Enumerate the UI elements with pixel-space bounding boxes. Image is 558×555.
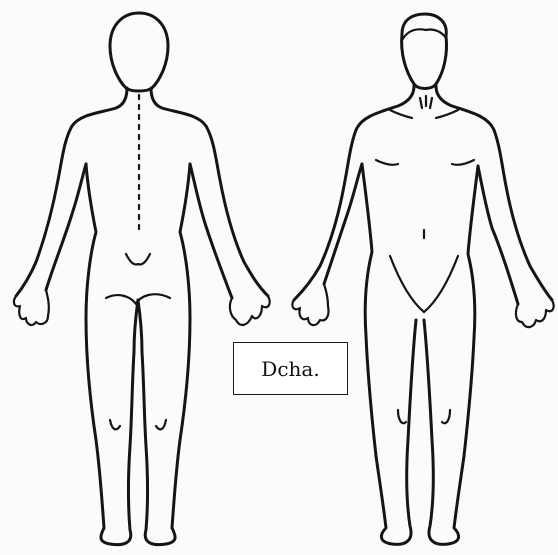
right-inner-arm-back	[190, 164, 232, 298]
body-outline-front	[280, 0, 558, 555]
left-inner-arm-front	[324, 164, 362, 284]
head-front	[402, 14, 447, 89]
torso-right-back	[138, 164, 190, 545]
groin-line	[390, 256, 458, 312]
buttocks-detail	[106, 254, 170, 304]
figure-back-view	[0, 0, 282, 555]
knee-lines-back	[110, 420, 166, 429]
body-outline-back	[0, 0, 282, 555]
hair-line	[402, 29, 446, 40]
knee-marks-front	[398, 410, 450, 423]
head-back	[110, 13, 168, 91]
torso-left-back	[86, 164, 138, 545]
right-hand-front	[516, 300, 554, 327]
chest-marks	[376, 160, 474, 165]
torso-right-front	[424, 166, 478, 544]
left-hand-front	[292, 284, 328, 325]
right-inner-arm-front	[478, 166, 518, 304]
side-label-box: Dcha.	[233, 342, 348, 395]
right-hand-back	[230, 296, 270, 325]
side-label-text: Dcha.	[261, 357, 319, 381]
right-side-back	[151, 88, 268, 296]
left-inner-arm-back	[46, 164, 86, 290]
left-hand-back	[14, 290, 49, 325]
left-side-back	[16, 88, 127, 296]
torso-left-front	[362, 164, 416, 544]
figure-front-view	[280, 0, 558, 555]
clavicle-marks	[390, 96, 458, 118]
